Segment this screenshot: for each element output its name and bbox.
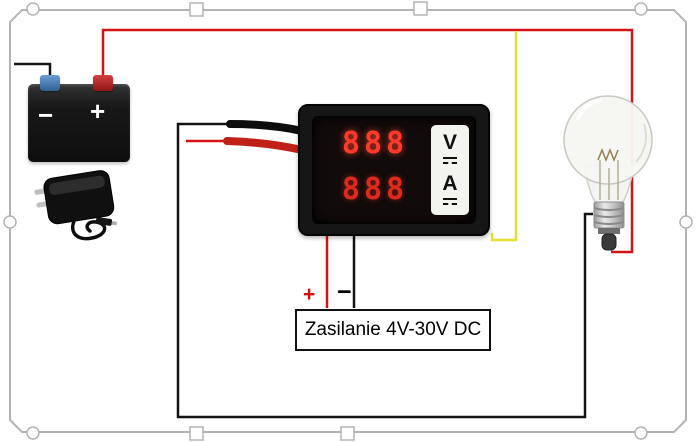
bulb-filament xyxy=(597,147,619,163)
bulb-glass-shade xyxy=(635,123,647,163)
plus-label: + xyxy=(303,283,316,306)
light-bulb xyxy=(563,95,653,251)
battery-terminal-negative xyxy=(40,75,60,91)
panel-meter: 888 888 V A xyxy=(298,104,490,236)
battery-plus-mark: + xyxy=(90,96,106,126)
punch-hole-circle xyxy=(634,2,648,16)
amp-unit-label: A xyxy=(442,172,458,195)
punch-hole-circle xyxy=(26,426,40,440)
battery-minus-mark: − xyxy=(38,100,54,130)
meter-wire-thick-red xyxy=(223,137,306,154)
punch-hole-circle xyxy=(3,215,17,229)
bulb-stem xyxy=(599,160,619,200)
punch-hole-circle xyxy=(634,426,648,440)
adapter-body xyxy=(43,170,115,225)
wire-load-black xyxy=(176,122,593,419)
punch-hole-circle xyxy=(679,215,693,229)
wire-positive-red xyxy=(101,28,634,254)
punch-hole-square xyxy=(189,2,204,17)
dc-symbol xyxy=(443,157,457,164)
bulb-glass xyxy=(563,95,653,185)
frame-border xyxy=(9,9,687,433)
bulb-screw-thread xyxy=(593,207,625,211)
meter-unit-strip: V A xyxy=(431,125,469,215)
adapter-cable xyxy=(70,217,107,241)
battery-terminal-positive xyxy=(93,75,113,91)
adapter-prong xyxy=(34,188,47,195)
battery: − + xyxy=(28,75,130,162)
amp-reading: 888 xyxy=(341,172,409,207)
minus-label: − xyxy=(337,278,352,306)
dc-symbol xyxy=(443,198,457,205)
punch-hole-circle xyxy=(26,2,40,16)
adapter-plug xyxy=(95,217,113,226)
supply-label-box: Zasilanie 4V-30V DC xyxy=(295,309,491,351)
bulb-contact-tip xyxy=(601,233,617,251)
meter-wire-thick-black xyxy=(226,120,306,135)
supply-label: Zasilanie 4V-30V DC xyxy=(304,319,482,340)
adapter-plug-tip xyxy=(111,221,118,226)
punch-hole-square xyxy=(189,426,204,441)
bulb-base-collar xyxy=(598,228,620,234)
volt-reading: 888 xyxy=(341,126,409,161)
bulb-screw-thread xyxy=(593,221,625,225)
punch-hole-square xyxy=(413,1,428,16)
power-adapter xyxy=(34,170,118,241)
punch-hole-square xyxy=(340,426,355,441)
volt-unit-label: V xyxy=(442,131,457,154)
meter-display: 888 888 V A xyxy=(312,116,476,224)
adapter-body-highlight xyxy=(49,175,105,195)
bulb-screw-thread xyxy=(593,214,625,218)
bulb-glass-highlight xyxy=(576,98,602,120)
wire-sense-yellow xyxy=(490,31,518,242)
adapter-prong xyxy=(36,201,49,208)
